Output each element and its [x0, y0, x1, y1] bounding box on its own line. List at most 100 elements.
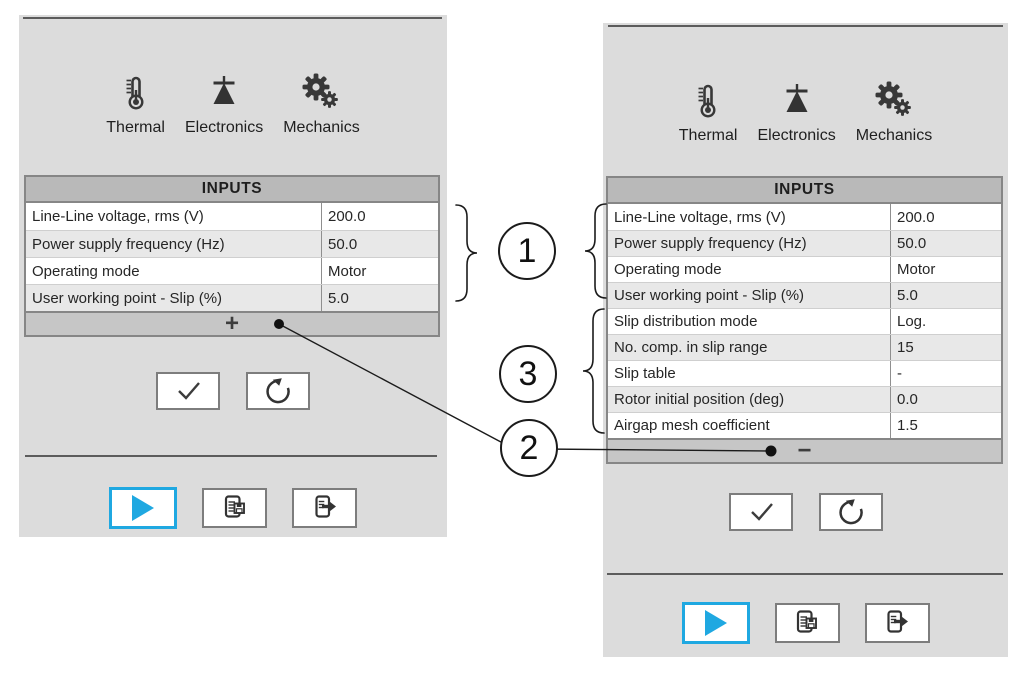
- electronics-icon: [213, 76, 235, 104]
- callout-number: 2: [519, 428, 539, 467]
- input-label: Slip distribution mode: [614, 313, 758, 330]
- input-value[interactable]: 50.0: [890, 231, 1001, 256]
- input-row: Rotor initial position (deg) 0.0: [608, 386, 1001, 412]
- mechanics-icon: [302, 73, 339, 108]
- divider: [607, 573, 1003, 575]
- tool-mechanics[interactable]: Mechanics: [283, 70, 360, 137]
- tool-thermal[interactable]: Thermal: [678, 78, 738, 145]
- callout-circle-2: 2: [500, 419, 558, 477]
- export-button[interactable]: [864, 603, 930, 643]
- input-row: Slip table -: [608, 360, 1001, 386]
- reset-button[interactable]: [246, 372, 310, 410]
- input-row: User working point - Slip (%) 5.0: [608, 282, 1001, 308]
- export-button[interactable]: [292, 488, 357, 528]
- inputs-table-header: INPUTS: [608, 178, 1001, 204]
- input-value[interactable]: 0.0: [890, 387, 1001, 412]
- check-icon: [178, 382, 200, 400]
- input-row: Power supply frequency (Hz) 50.0: [608, 230, 1001, 256]
- tool-electronics[interactable]: Electronics: [757, 78, 836, 145]
- mechanics-icon: [875, 81, 911, 116]
- input-value[interactable]: 15: [890, 335, 1001, 360]
- reset-icon: [838, 499, 863, 525]
- inputs-table: INPUTS Line-Line voltage, rms (V) 200.0 …: [24, 175, 440, 337]
- run-button[interactable]: [681, 602, 750, 644]
- input-row: Line-Line voltage, rms (V) 200.0: [26, 203, 438, 230]
- inputs-table-header: INPUTS: [26, 177, 438, 203]
- play-icon: [132, 495, 154, 521]
- input-value[interactable]: Motor: [321, 258, 438, 284]
- run-button-row: [603, 602, 1008, 644]
- check-icon: [750, 503, 773, 521]
- callout-circle-3: 3: [499, 345, 557, 403]
- panel-top-border: [608, 25, 1003, 27]
- input-label: Operating mode: [32, 262, 140, 280]
- report-button[interactable]: [774, 603, 840, 643]
- input-label: Power supply frequency (Hz): [32, 235, 225, 253]
- input-value[interactable]: -: [890, 361, 1001, 386]
- tool-mechanics[interactable]: Mechanics: [856, 78, 932, 145]
- tool-label: Thermal: [106, 119, 165, 136]
- input-value[interactable]: 50.0: [321, 231, 438, 257]
- callout-number: 1: [517, 231, 537, 270]
- input-label: Slip table: [614, 365, 676, 382]
- inputs-table: INPUTS Line-Line voltage, rms (V) 200.0 …: [606, 176, 1003, 464]
- report-button[interactable]: [202, 488, 267, 528]
- thermal-icon: [126, 76, 144, 110]
- callout-number: 3: [518, 354, 538, 393]
- input-label: No. comp. in slip range: [614, 339, 768, 356]
- input-label: User working point - Slip (%): [32, 289, 223, 307]
- thermal-icon: [698, 84, 716, 118]
- tool-label: Thermal: [678, 127, 738, 144]
- confirm-button-row: [603, 493, 1008, 531]
- confirm-button-row: [19, 372, 447, 410]
- callout-brace-left-rows: [455, 204, 478, 302]
- callout-circle-1: 1: [498, 222, 556, 280]
- input-row: Line-Line voltage, rms (V) 200.0: [608, 204, 1001, 230]
- input-row: Operating mode Motor: [26, 257, 438, 284]
- physics-toolbar: Thermal Electronics: [603, 78, 1008, 145]
- run-button-row: [19, 487, 447, 529]
- validate-button[interactable]: [156, 372, 220, 410]
- export-icon: [314, 495, 336, 518]
- tool-label: Mechanics: [855, 127, 933, 144]
- input-value[interactable]: Log.: [890, 309, 1001, 334]
- table-collapse-button[interactable]: −: [608, 438, 1001, 463]
- input-row: No. comp. in slip range 15: [608, 334, 1001, 360]
- play-icon: [704, 610, 727, 636]
- input-row: User working point - Slip (%) 5.0: [26, 284, 438, 311]
- input-value[interactable]: 200.0: [321, 203, 438, 230]
- input-value[interactable]: 5.0: [321, 285, 438, 311]
- input-value[interactable]: Motor: [890, 257, 1001, 282]
- tool-electronics[interactable]: Electronics: [185, 70, 263, 137]
- input-value[interactable]: 5.0: [890, 283, 1001, 308]
- run-button[interactable]: [109, 487, 177, 529]
- input-row: Operating mode Motor: [608, 256, 1001, 282]
- tool-label: Mechanics: [283, 119, 360, 136]
- input-label: Line-Line voltage, rms (V): [32, 208, 204, 225]
- validate-button[interactable]: [728, 493, 793, 531]
- input-label: Line-Line voltage, rms (V): [614, 208, 786, 226]
- electronics-icon: [786, 84, 808, 112]
- tool-thermal[interactable]: Thermal: [106, 70, 165, 137]
- reset-button[interactable]: [818, 493, 883, 531]
- reset-icon: [266, 378, 290, 404]
- solver-panel-expanded: Thermal Electronics: [603, 23, 1008, 657]
- callout-brace-right-rows-bottom: [582, 308, 605, 434]
- table-expand-button[interactable]: +: [26, 311, 438, 336]
- tool-label: Electronics: [757, 127, 836, 144]
- input-label: Power supply frequency (Hz): [614, 235, 807, 252]
- tool-label: Electronics: [184, 119, 264, 136]
- input-label: Rotor initial position (deg): [614, 391, 785, 408]
- export-icon: [887, 610, 908, 633]
- input-row: Airgap mesh coefficient 1.5: [608, 412, 1001, 438]
- input-row: Slip distribution mode Log.: [608, 308, 1001, 334]
- input-value[interactable]: 200.0: [890, 204, 1001, 230]
- input-label: Operating mode: [614, 261, 722, 278]
- input-label: User working point - Slip (%): [614, 287, 805, 304]
- report-icon: [796, 610, 817, 633]
- input-label: Airgap mesh coefficient: [614, 417, 770, 434]
- panel-top-border: [23, 17, 442, 19]
- input-value[interactable]: 1.5: [890, 413, 1001, 438]
- physics-toolbar: Thermal Electronics: [19, 70, 447, 137]
